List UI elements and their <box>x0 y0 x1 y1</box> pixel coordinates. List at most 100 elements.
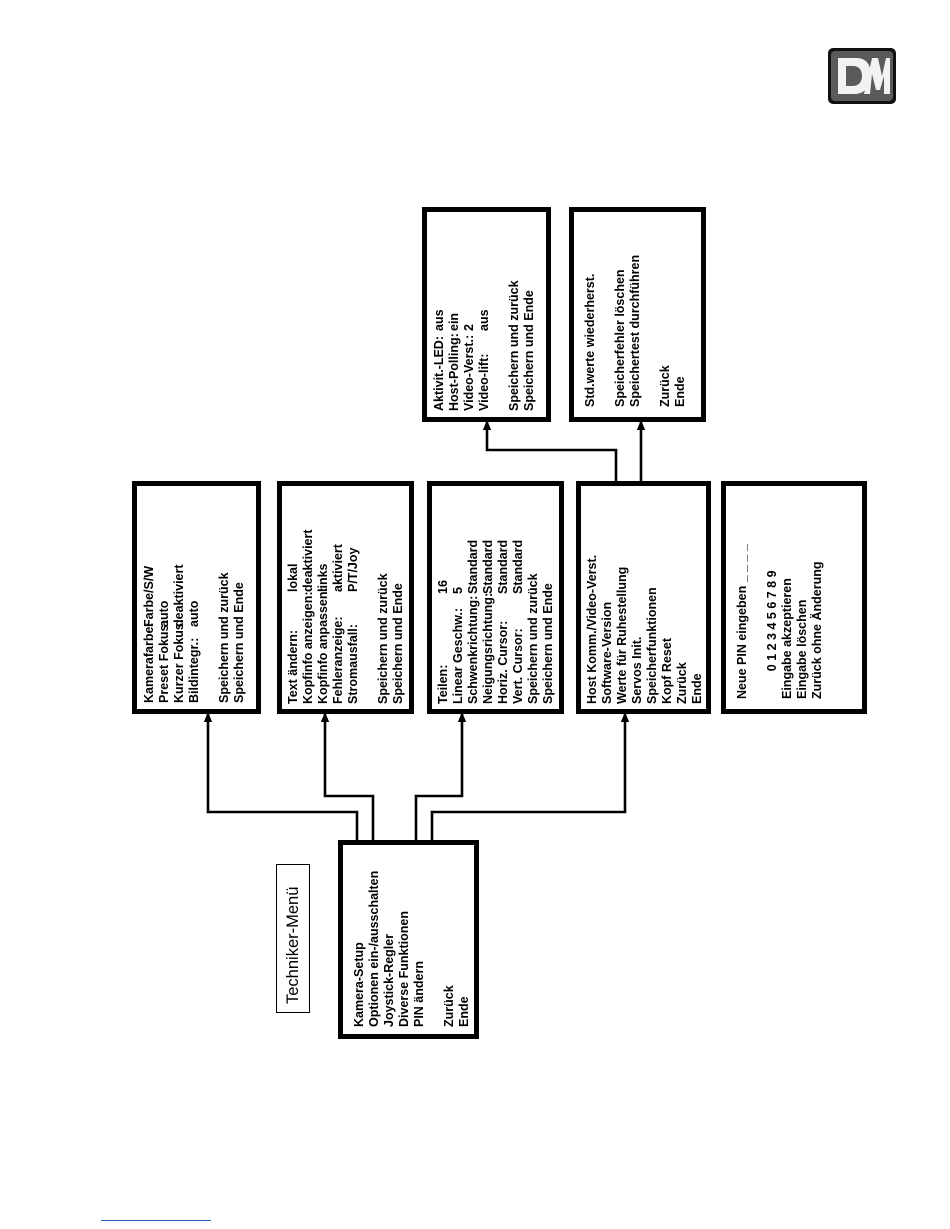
menu-line-value: auto <box>157 600 171 627</box>
arrow-main-to-options <box>325 714 375 840</box>
page-title: Techniker-Menü <box>284 886 302 1004</box>
menu-line-label: Std.werte wiederherst. <box>583 273 597 407</box>
menu-line <box>598 212 613 407</box>
menu-line-label: Stromausfall: <box>346 624 360 704</box>
menu-line: Ende <box>457 845 472 1027</box>
menu-line: Text ändern:lokal <box>286 486 301 705</box>
menu-line: Stromausfall: P/T/Joy <box>346 486 361 704</box>
menu-line-label: Kopf Reset <box>660 638 674 704</box>
menu-line: Kopfinfo anpassen:links <box>316 486 331 705</box>
menu-line: Horiz. Cursor: Standard <box>496 486 511 704</box>
menu-line-value: 16 <box>436 580 450 594</box>
menu-line: Software-Version <box>600 486 615 704</box>
menu-line-value: links <box>316 563 330 593</box>
menu-line: Aktivit.-LED: aus <box>432 212 447 411</box>
menu-line-value: ein <box>447 312 461 331</box>
menu-line: Werte für Ruhestellung <box>615 486 630 704</box>
menu-line: Zurück <box>658 212 673 407</box>
menu-line-value: Standard <box>511 539 525 594</box>
menu-line-label: Horiz. Cursor: <box>496 620 510 704</box>
menu-line: Preset Fokus:auto <box>157 486 172 703</box>
menu-line-value: auto <box>187 600 201 627</box>
menu-line: Optionen ein-/ausschalten <box>367 845 382 1027</box>
menu-line-label: Ende <box>673 376 687 407</box>
footer-rule <box>101 1220 211 1221</box>
menu-line-label: Kopfinfo anzeigen: <box>301 591 315 705</box>
menu-line-label: Neigungsrichtung: <box>481 592 495 704</box>
menu-line: Video-Verst.: 2 <box>462 212 477 411</box>
menu-line-label: Speichern und Ende <box>541 583 555 704</box>
menu-line: Fehleranzeige:aktiviert <box>331 486 346 704</box>
menu-line-value: Standard <box>481 539 495 594</box>
menu-line-label: Video-Verst.: <box>462 334 476 411</box>
menu-line: Neue PIN eingeben _ _ _ _ <box>735 486 750 699</box>
menu-line: Speichertest durchführen <box>628 212 643 407</box>
menu-line: Linear Geschw.: 5 <box>451 486 466 704</box>
menu-line: Diverse Funktionen <box>397 845 412 1027</box>
menu-line-label: Host Komm./Video-Verst. <box>585 554 599 704</box>
menu-line-label: Software-Version <box>600 601 614 704</box>
menu-line-label: Host-Polling: <box>447 333 461 411</box>
menu-line: Eingabe löschen <box>795 486 810 699</box>
menu-line: Vert. Cursor: Standard <box>511 486 526 704</box>
menu-line-label: PIN ändern <box>412 961 426 1027</box>
menu-line: Joystick-Regler <box>382 845 397 1027</box>
menu-line-value: Farbe/S/W <box>142 565 156 627</box>
menu-line: Kurzer Fokus:deaktiviert <box>172 486 187 703</box>
menu-line: Teilen:16 <box>436 486 451 704</box>
menu-line-label: Zurück <box>658 365 672 407</box>
menu-line <box>427 845 442 1027</box>
menu-line: Kamerafarbe:Farbe/S/W <box>142 486 157 703</box>
menu-line: Bildintegr.: auto <box>187 486 202 703</box>
menu-line: Neigungsrichtung:Standard <box>481 486 496 704</box>
menu-line-value: aus <box>432 309 446 331</box>
menu-line-label: Eingabe akzeptieren <box>780 578 794 699</box>
menu-line <box>202 486 217 703</box>
menu-line-label: Speichertest durchführen <box>628 254 642 407</box>
menu-line: Ende <box>673 212 688 407</box>
menu-line <box>643 212 658 407</box>
menu-line-label: Aktivit.-LED: <box>432 336 446 411</box>
menu-line: Speichern und Ende <box>541 486 556 704</box>
pin-menu-box: Neue PIN eingeben _ _ _ _ 0 1 2 3 4 5 6 … <box>721 481 867 714</box>
menu-line-label: Kurzer Fokus: <box>172 618 186 703</box>
menu-line-value: aus <box>477 309 491 331</box>
menu-line-label: Servos Init. <box>630 636 644 704</box>
menu-line: Zurück <box>442 845 457 1027</box>
menu-line: Host Komm./Video-Verst. <box>585 486 600 704</box>
menu-line-value: Standard <box>466 539 480 594</box>
menu-line-value: deaktiviert <box>172 564 186 627</box>
menu-line-value: P/T/Joy <box>346 547 360 592</box>
menu-line-value: lokal <box>286 563 300 593</box>
menu-line-label: Bildintegr.: <box>187 637 201 703</box>
menu-line: Speichern und zurück <box>217 486 232 703</box>
menu-line: Speichern und Ende <box>522 212 537 411</box>
menu-line-label: Ende <box>457 996 471 1027</box>
menu-line-label: Kamerafarbe: <box>142 622 156 703</box>
menu-line-label: Preset Fokus: <box>157 620 171 703</box>
menu-line-value: Standard <box>496 539 510 594</box>
menu-line-label: Speichern und zurück <box>217 572 231 703</box>
arrow-main-to-camera <box>208 714 359 840</box>
menu-line: Kopf Reset <box>660 486 675 704</box>
techniker-menu-title-box: Techniker-Menü <box>276 864 310 1013</box>
menu-line-label: Werte für Ruhestellung <box>615 566 629 704</box>
menu-line: Zurück ohne Änderung <box>810 486 825 700</box>
menu-line-label: Schwenkrichtung: <box>466 595 480 704</box>
menu-line-label: Vert. Cursor: <box>511 628 525 704</box>
menu-line: Speichern und Ende <box>391 486 406 704</box>
menu-line-label: Speichern und Ende <box>232 582 246 703</box>
menu-line: Speicherfehler löschen <box>613 212 628 407</box>
menu-line-label: Linear Geschw.: <box>451 607 465 704</box>
menu-line: PIN ändern <box>412 845 427 1027</box>
menu-line-value: 2 <box>462 324 476 331</box>
menu-line-value: deaktiviert <box>301 529 315 592</box>
menu-line: Speichern und zurück <box>376 486 391 704</box>
menu-line-label: Speichern und zurück <box>526 573 540 704</box>
menu-line-value: 5 <box>451 587 465 594</box>
